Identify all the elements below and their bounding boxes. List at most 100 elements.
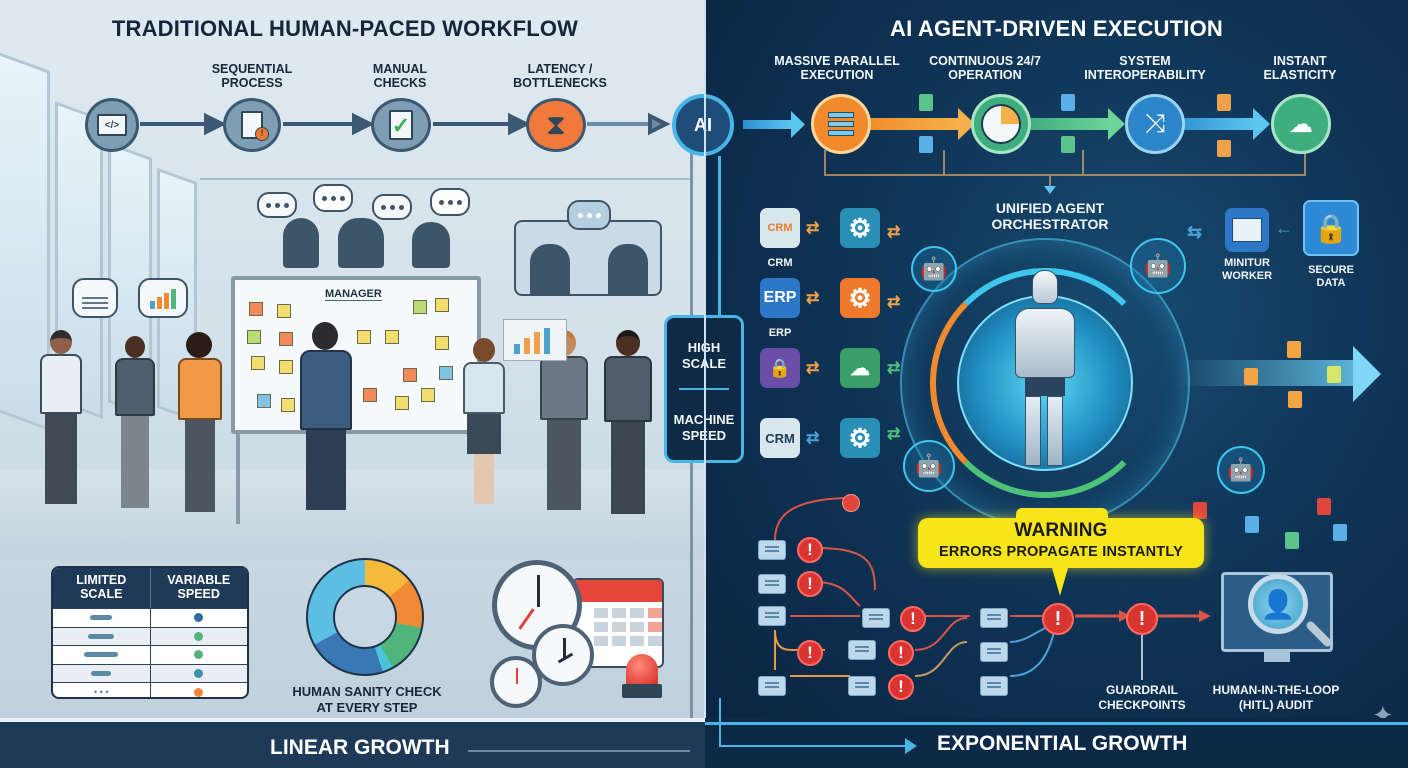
robot-agent-icon: 🤖 (1130, 238, 1186, 294)
person-woman-orange (178, 332, 222, 512)
step-arrows (140, 112, 671, 136)
ai-label: AI (694, 114, 712, 135)
shuffle-arrows-icon: ⤨ (1125, 94, 1185, 154)
crm-shield-box: CRM (760, 208, 800, 248)
ai-gear-badge: AI (672, 94, 734, 156)
speed-dot (194, 631, 204, 641)
sticky-note (385, 330, 399, 344)
step-label-manual: MANUAL CHECKS (350, 62, 450, 90)
right-title: AI AGENT-DRIVEN EXECUTION (890, 16, 1223, 41)
person-woman-clipboard (463, 338, 505, 504)
left-footer: LINEAR GROWTH (0, 718, 705, 768)
speech-bubble (430, 188, 470, 216)
step-label-line: SEQUENTIAL (211, 62, 293, 76)
process-node (980, 608, 1008, 628)
table-row (53, 645, 247, 664)
person-silhouette (608, 244, 648, 296)
document-icon (1193, 502, 1207, 519)
ellipsis: • • • (53, 683, 151, 697)
whiteboard-stand (236, 434, 240, 524)
video-call-frame (514, 220, 662, 296)
person-woman-blazer (115, 336, 155, 508)
error-alert-icon: ! (797, 537, 823, 563)
warning-pointer (1052, 568, 1068, 596)
document-icon (1217, 140, 1231, 157)
person-silhouette (412, 222, 450, 268)
sticky-note (413, 300, 427, 314)
sticky-note (249, 302, 263, 316)
error-alert-icon: ! (900, 606, 926, 632)
humanoid-robot (1015, 270, 1075, 470)
table-row: • • • (53, 682, 247, 697)
clipboard-check-icon: ✓ (389, 110, 413, 140)
hourglass-error-icon (842, 494, 860, 512)
left-title: TRADITIONAL HUMAN-PACED WORKFLOW (111, 16, 579, 41)
chart-bubble (138, 278, 188, 318)
curved-arrow-icon: ⇆ (1187, 222, 1203, 242)
warning-box: WARNING ERRORS PROPAGATE INSTANTLY (918, 508, 1204, 568)
bidirectional-arrow-icon: ⇄ (887, 294, 901, 311)
robot-agent-icon: 🤖 (911, 246, 957, 292)
scale-bar (84, 652, 119, 658)
whiteboard-label: MANAGER (325, 288, 382, 301)
table-row (53, 608, 247, 627)
person-man-orange-tie (604, 330, 652, 514)
document-icon (1327, 366, 1341, 383)
monitor-stand (1264, 652, 1290, 662)
document-icon (919, 136, 933, 153)
step-label-line: LATENCY / (527, 62, 593, 76)
linear-growth-line (468, 750, 690, 752)
process-node (980, 676, 1008, 696)
erp-label: ERP (768, 327, 792, 339)
warning-title: WARNING (1014, 520, 1108, 541)
robot-laptop-icon: 🤖 (1217, 446, 1265, 494)
warning-subtitle: ERRORS PROPAGATE INSTANTLY (939, 544, 1183, 560)
step-label-line: PROCESS (221, 76, 283, 90)
sticky-note (403, 368, 417, 382)
process-node (862, 608, 890, 628)
donut-caption: HUMAN SANITY CHECK AT EVERY STEP (292, 684, 442, 715)
bidirectional-arrow-icon: ⇄ (806, 430, 820, 447)
speed-dot (194, 687, 204, 697)
document-icon (1285, 532, 1299, 549)
sticky-note (247, 330, 261, 344)
speed-dot (194, 613, 204, 623)
process-node (758, 574, 786, 594)
step-circle-code: </> (85, 98, 139, 152)
step-label-line: BOTTLENECKS (513, 76, 607, 90)
scale-bar (91, 671, 112, 677)
gear-icon: ⚙ (840, 208, 880, 248)
sticky-note (363, 388, 377, 402)
erp-box: ERP (760, 278, 800, 318)
error-alert-icon: ! (797, 640, 823, 666)
clock-icon-medium (532, 624, 594, 686)
sticky-note (439, 366, 453, 380)
error-alert-icon: ! (888, 640, 914, 666)
process-node (758, 540, 786, 560)
whiteboard: MANAGER (231, 276, 481, 434)
floor (0, 470, 705, 560)
magnifier-person-icon: 👤 (1248, 574, 1308, 634)
bar-chart-icon (150, 287, 176, 309)
clock-icon-small (490, 656, 542, 708)
table-row (53, 663, 247, 683)
speed-dot (194, 669, 204, 679)
bidirectional-arrow-icon: ⇄ (887, 360, 901, 377)
checklist-alert-icon: ! (241, 111, 269, 141)
gear-icon: ⚙ (840, 418, 880, 458)
sticky-note (257, 394, 271, 408)
step-label-sequential: SEQUENTIAL PROCESS (197, 62, 307, 90)
hitl-label: HUMAN-IN-THE-LOOP(HITL) AUDIT (1212, 683, 1340, 712)
document-icon (1061, 94, 1075, 111)
code-monitor-icon: </> (97, 114, 127, 136)
bidirectional-arrow-icon: ⇄ (806, 360, 820, 377)
